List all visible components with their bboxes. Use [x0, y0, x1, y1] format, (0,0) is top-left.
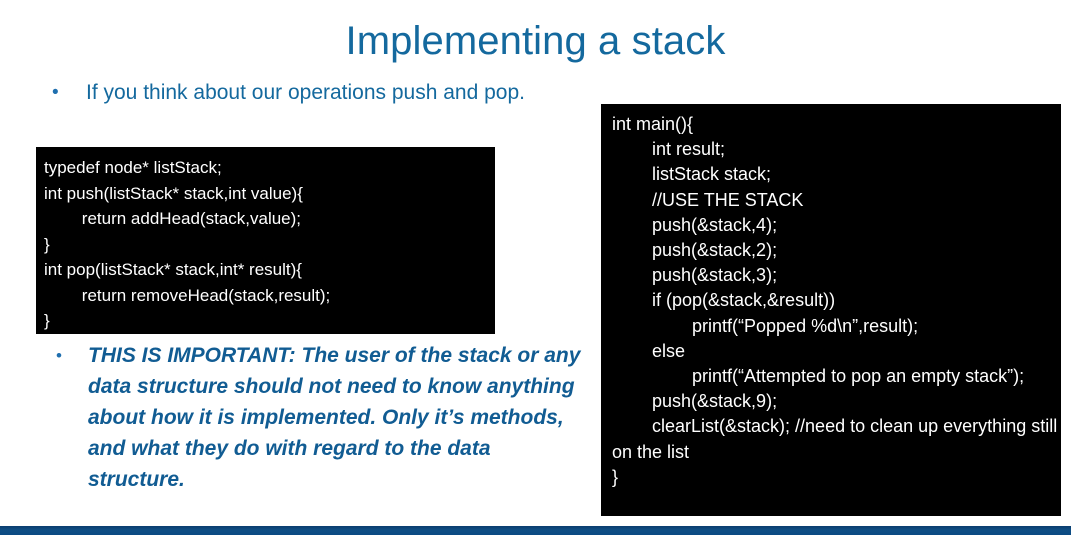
bullet-marker-icon: • [56, 346, 62, 365]
page-title: Implementing a stack [345, 19, 726, 63]
bullet-text-operations: If you think about our operations push a… [86, 81, 525, 104]
bottom-accent-bar [0, 526, 1071, 535]
code-block-stack-implementation: typedef node* listStack; int push(listSt… [36, 147, 495, 334]
bullet-marker-icon: • [52, 82, 59, 103]
bullet-text-important: THIS IS IMPORTANT: The user of the stack… [88, 344, 581, 491]
bullet-item-important: • THIS IS IMPORTANT: The user of the sta… [56, 340, 586, 495]
bullet-item-operations: • If you think about our operations push… [52, 78, 572, 108]
code-block-main-usage: int main(){ int result; listStack stack;… [601, 104, 1061, 516]
